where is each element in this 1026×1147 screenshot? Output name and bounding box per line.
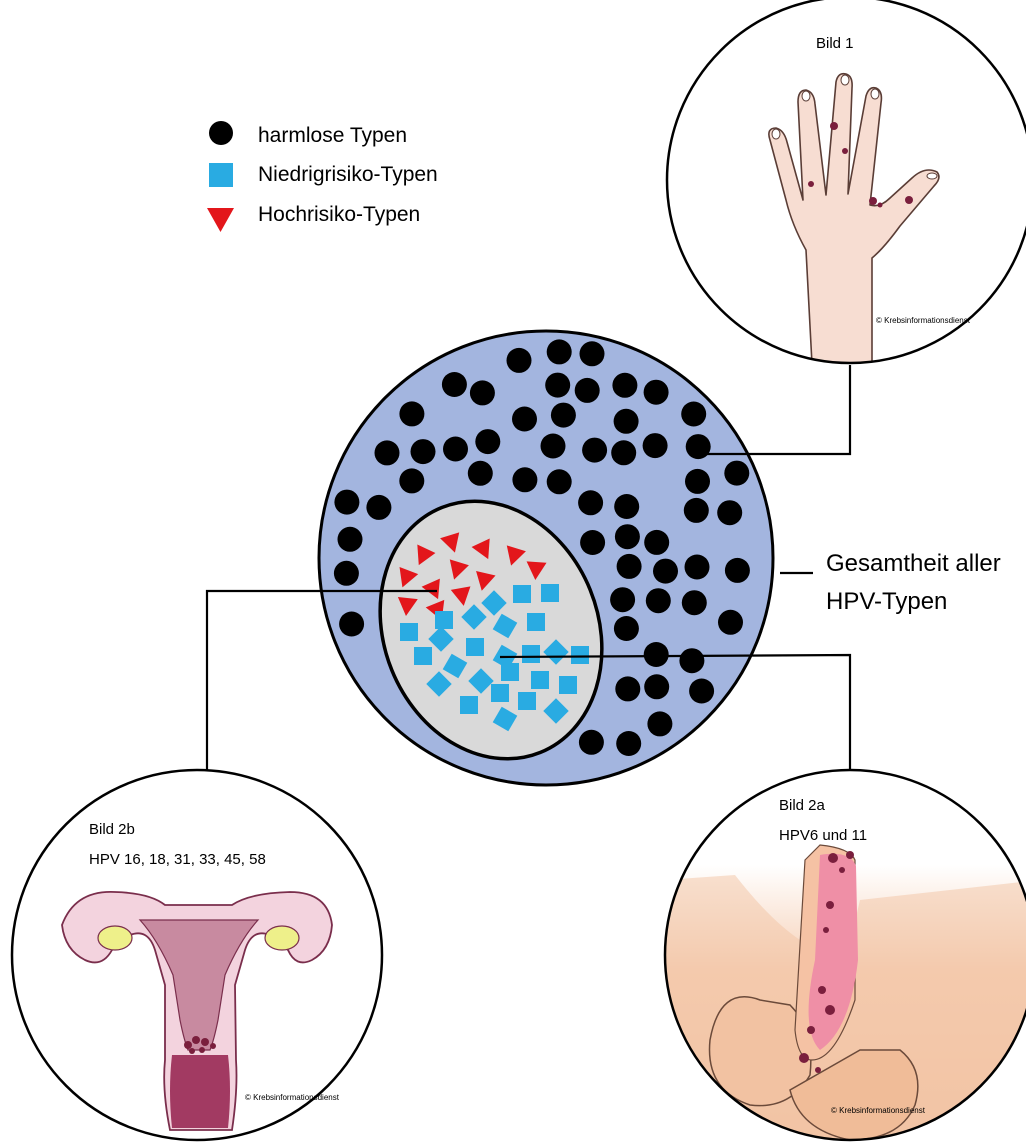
harmless-type-marker [614, 409, 639, 434]
harmless-type-marker [617, 554, 642, 579]
harmless-type-marker [399, 468, 424, 493]
panel-bild2a-subtitle: HPV6 und 11 [779, 827, 867, 844]
harmless-type-marker [399, 401, 424, 426]
harmless-type-marker [685, 555, 710, 580]
harmless-type-marker [616, 731, 641, 756]
harmless-type-marker [512, 467, 537, 492]
panel-bild2b: Bild 2b HPV 16, 18, 31, 33, 45, 58 © Kre… [12, 770, 382, 1140]
harmless-type-marker [718, 610, 743, 635]
harmless-type-marker [366, 495, 391, 520]
low-risk-type-marker [513, 585, 531, 603]
harmless-type-marker [547, 339, 572, 364]
harmless-type-marker [545, 373, 570, 398]
harmless-type-marker [580, 530, 605, 555]
legend-item-harmless: harmlose Typen [209, 121, 407, 147]
genital-warts-illustration [665, 845, 1026, 1147]
harmless-type-marker [339, 612, 364, 637]
harmless-type-marker [551, 403, 576, 428]
low-risk-type-marker [400, 623, 418, 641]
harmless-type-marker [443, 437, 468, 462]
harmless-type-marker [685, 469, 710, 494]
panel-bild2a-copyright: © Krebsinformationsdienst [831, 1106, 926, 1115]
harmless-type-marker [644, 380, 669, 405]
panel-bild1: Bild 1 © Krebsinformationsdienst [667, 0, 1026, 364]
low-risk-type-marker [527, 613, 545, 631]
harmless-type-marker [644, 530, 669, 555]
harmless-type-marker [582, 438, 607, 463]
panel-bild2b-title: Bild 2b [89, 821, 135, 838]
harmless-type-marker [610, 587, 635, 612]
low-risk-type-marker [491, 684, 509, 702]
harmless-type-marker [468, 461, 493, 486]
hpv-types-circle [319, 331, 773, 792]
harmless-type-marker [579, 730, 604, 755]
harmless-type-marker [334, 561, 359, 586]
harmless-type-marker [442, 372, 467, 397]
harmless-type-marker [411, 439, 436, 464]
harmless-type-marker [615, 676, 640, 701]
harmless-type-marker [338, 527, 363, 552]
harmless-type-marker [684, 498, 709, 523]
harmless-type-marker [575, 378, 600, 403]
low-risk-type-marker [466, 638, 484, 656]
low-risk-type-marker [414, 647, 432, 665]
low-risk-type-marker [571, 646, 589, 664]
harmless-type-marker [375, 440, 400, 465]
panel-bild1-title: Bild 1 [816, 35, 854, 52]
harmless-type-marker [689, 679, 714, 704]
low-risk-type-icon [209, 163, 233, 187]
harmless-type-marker [646, 588, 671, 613]
low-risk-type-marker [522, 645, 540, 663]
low-risk-type-marker [435, 611, 453, 629]
harmless-type-marker [717, 500, 742, 525]
panel-bild1-copyright: © Krebsinformationsdienst [876, 316, 971, 325]
main-circle-label-line1: Gesamtheit aller [826, 550, 1001, 577]
harmless-type-marker [644, 642, 669, 667]
harmless-type-marker [644, 674, 669, 699]
harmless-type-marker [682, 590, 707, 615]
low-risk-type-marker [531, 671, 549, 689]
harmless-type-marker [578, 490, 603, 515]
harmless-type-marker [580, 341, 605, 366]
harmless-type-marker [507, 348, 532, 373]
low-risk-type-marker [559, 676, 577, 694]
harmless-type-marker [470, 380, 495, 405]
harmless-type-marker [611, 440, 636, 465]
panel-bild2b-copyright: © Krebsinformationsdienst [245, 1093, 340, 1102]
harmless-type-marker [724, 461, 749, 486]
harmless-type-marker [643, 433, 668, 458]
harmless-type-marker [647, 711, 672, 736]
low-risk-type-marker [501, 663, 519, 681]
low-risk-type-marker [518, 692, 536, 710]
harmless-type-marker [653, 559, 678, 584]
harmless-type-marker [614, 494, 639, 519]
high-risk-type-icon [207, 208, 234, 232]
harmless-type-marker [547, 469, 572, 494]
panel-bild2a-title: Bild 2a [779, 797, 826, 814]
legend-label-harmless: harmlose Typen [258, 124, 407, 147]
legend-item-low-risk: Niedrigrisiko-Typen [209, 163, 438, 187]
harmless-type-marker [679, 648, 704, 673]
harmless-type-marker [681, 402, 706, 427]
legend-item-high-risk: Hochrisiko-Typen [207, 203, 420, 232]
harmless-type-marker [612, 373, 637, 398]
legend-label-high-risk: Hochrisiko-Typen [258, 203, 420, 226]
main-circle-label-line2: HPV-Typen [826, 588, 947, 615]
panel-bild2b-subtitle: HPV 16, 18, 31, 33, 45, 58 [89, 851, 266, 868]
harmless-type-marker [512, 407, 537, 432]
harmless-type-marker [614, 616, 639, 641]
low-risk-type-marker [541, 584, 559, 602]
low-risk-type-marker [460, 696, 478, 714]
harmless-type-marker [686, 434, 711, 459]
harmless-type-marker [334, 490, 359, 515]
panel-bild2a: Bild 2a HPV6 und 11 © Krebsinformationsd… [665, 770, 1026, 1147]
harmless-type-marker [615, 524, 640, 549]
harmless-type-marker [541, 434, 566, 459]
legend: harmlose Typen Niedrigrisiko-Typen Hochr… [207, 121, 438, 232]
harmless-type-marker [725, 558, 750, 583]
legend-label-low-risk: Niedrigrisiko-Typen [258, 163, 438, 186]
harmless-type-icon [209, 121, 233, 145]
harmless-type-marker [475, 429, 500, 454]
